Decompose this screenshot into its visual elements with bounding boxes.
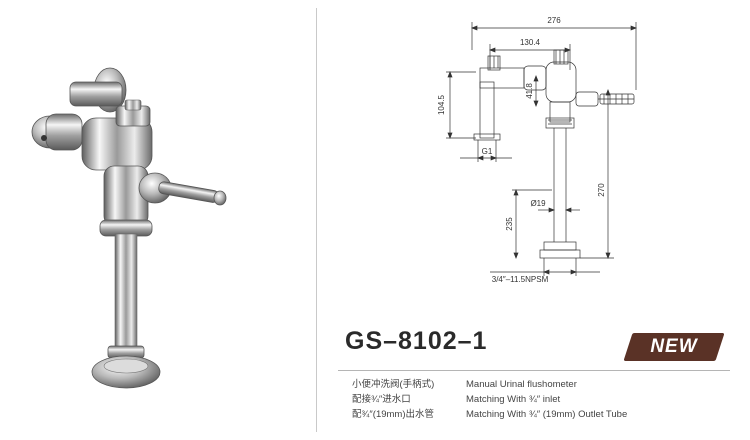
- product-photo: [31, 67, 227, 389]
- dim-outlet-thread: 3/4″–11.5NPSM: [492, 275, 549, 284]
- new-badge-label: NEW: [650, 336, 698, 357]
- spec-en-line: Matching With ¾″ (19mm) Outlet Tube: [466, 409, 628, 420]
- specs-english: Manual Urinal flushometer Matching With …: [466, 377, 627, 422]
- spec-cn-line: 小便冲洗阀(手柄式): [352, 379, 435, 390]
- dim-inlet-thread: G1: [482, 147, 493, 156]
- specs-chinese: 小便冲洗阀(手柄式) 配接¾″进水口 配¾″(19mm)出水管: [352, 377, 434, 422]
- model-number: GS–8102–1: [345, 327, 488, 355]
- spec-cn-line: 配接¾″进水口: [352, 394, 411, 405]
- dim-tube-diameter: Ø19: [530, 199, 546, 208]
- spec-en-line: Matching With ¾″ inlet: [466, 394, 561, 405]
- dim-tube-length: 235: [505, 217, 514, 231]
- dim-total-width: 276: [547, 16, 561, 25]
- dim-valve-height: 41.8: [525, 83, 534, 99]
- dim-overall-height: 270: [597, 183, 606, 197]
- spec-en-line: Manual Urinal flushometer: [466, 379, 577, 390]
- dim-inlet-offset: 130.4: [520, 38, 541, 47]
- column-divider: [316, 8, 317, 432]
- dim-inlet-height: 104.5: [437, 94, 446, 115]
- section-rule: [338, 370, 730, 371]
- spec-cn-line: 配¾″(19mm)出水管: [352, 409, 435, 420]
- technical-drawing: 276 130.4 104.5 41.8 G1 235 270 Ø19 3/4″…: [437, 16, 637, 284]
